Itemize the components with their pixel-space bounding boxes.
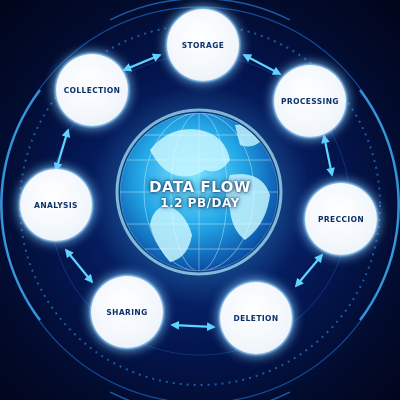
arrow-deletion-sharing [170,320,216,332]
node-label: STORAGE [181,40,225,50]
diagram-title: DATA FLOW [149,178,251,196]
arrow-precision-deletion [294,253,324,288]
node-label: PRECCION [317,214,365,224]
center-label: DATA FLOW 1.2 PB/DAY [120,178,280,211]
diagram-subtitle: 1.2 PB/DAY [160,196,240,210]
arrow-collection-storage [122,53,162,72]
hud-arc-right [359,89,400,321]
node-deletion: DELETION [220,282,292,354]
hud-arc-left [0,89,41,321]
node-label: DELETION [233,313,279,323]
node-analysis: ANALYSIS [20,169,92,241]
node-precision: PRECCION [305,183,377,255]
arrow-analysis-collection [53,128,71,172]
arrow-storage-processing [242,54,282,75]
hud-arc-top [109,0,291,21]
node-label: SHARING [106,307,148,317]
node-label: PROCESSING [281,96,339,106]
arrow-processing-precision [321,134,335,177]
node-sharing: SHARING [91,276,163,348]
node-label: ANALYSIS [34,200,78,210]
node-label: COLLECTION [63,85,121,95]
node-processing: PROCESSING [274,65,346,137]
arrow-sharing-analysis [64,248,94,284]
node-collection: COLLECTION [56,54,128,126]
node-storage: STORAGE [167,9,239,81]
